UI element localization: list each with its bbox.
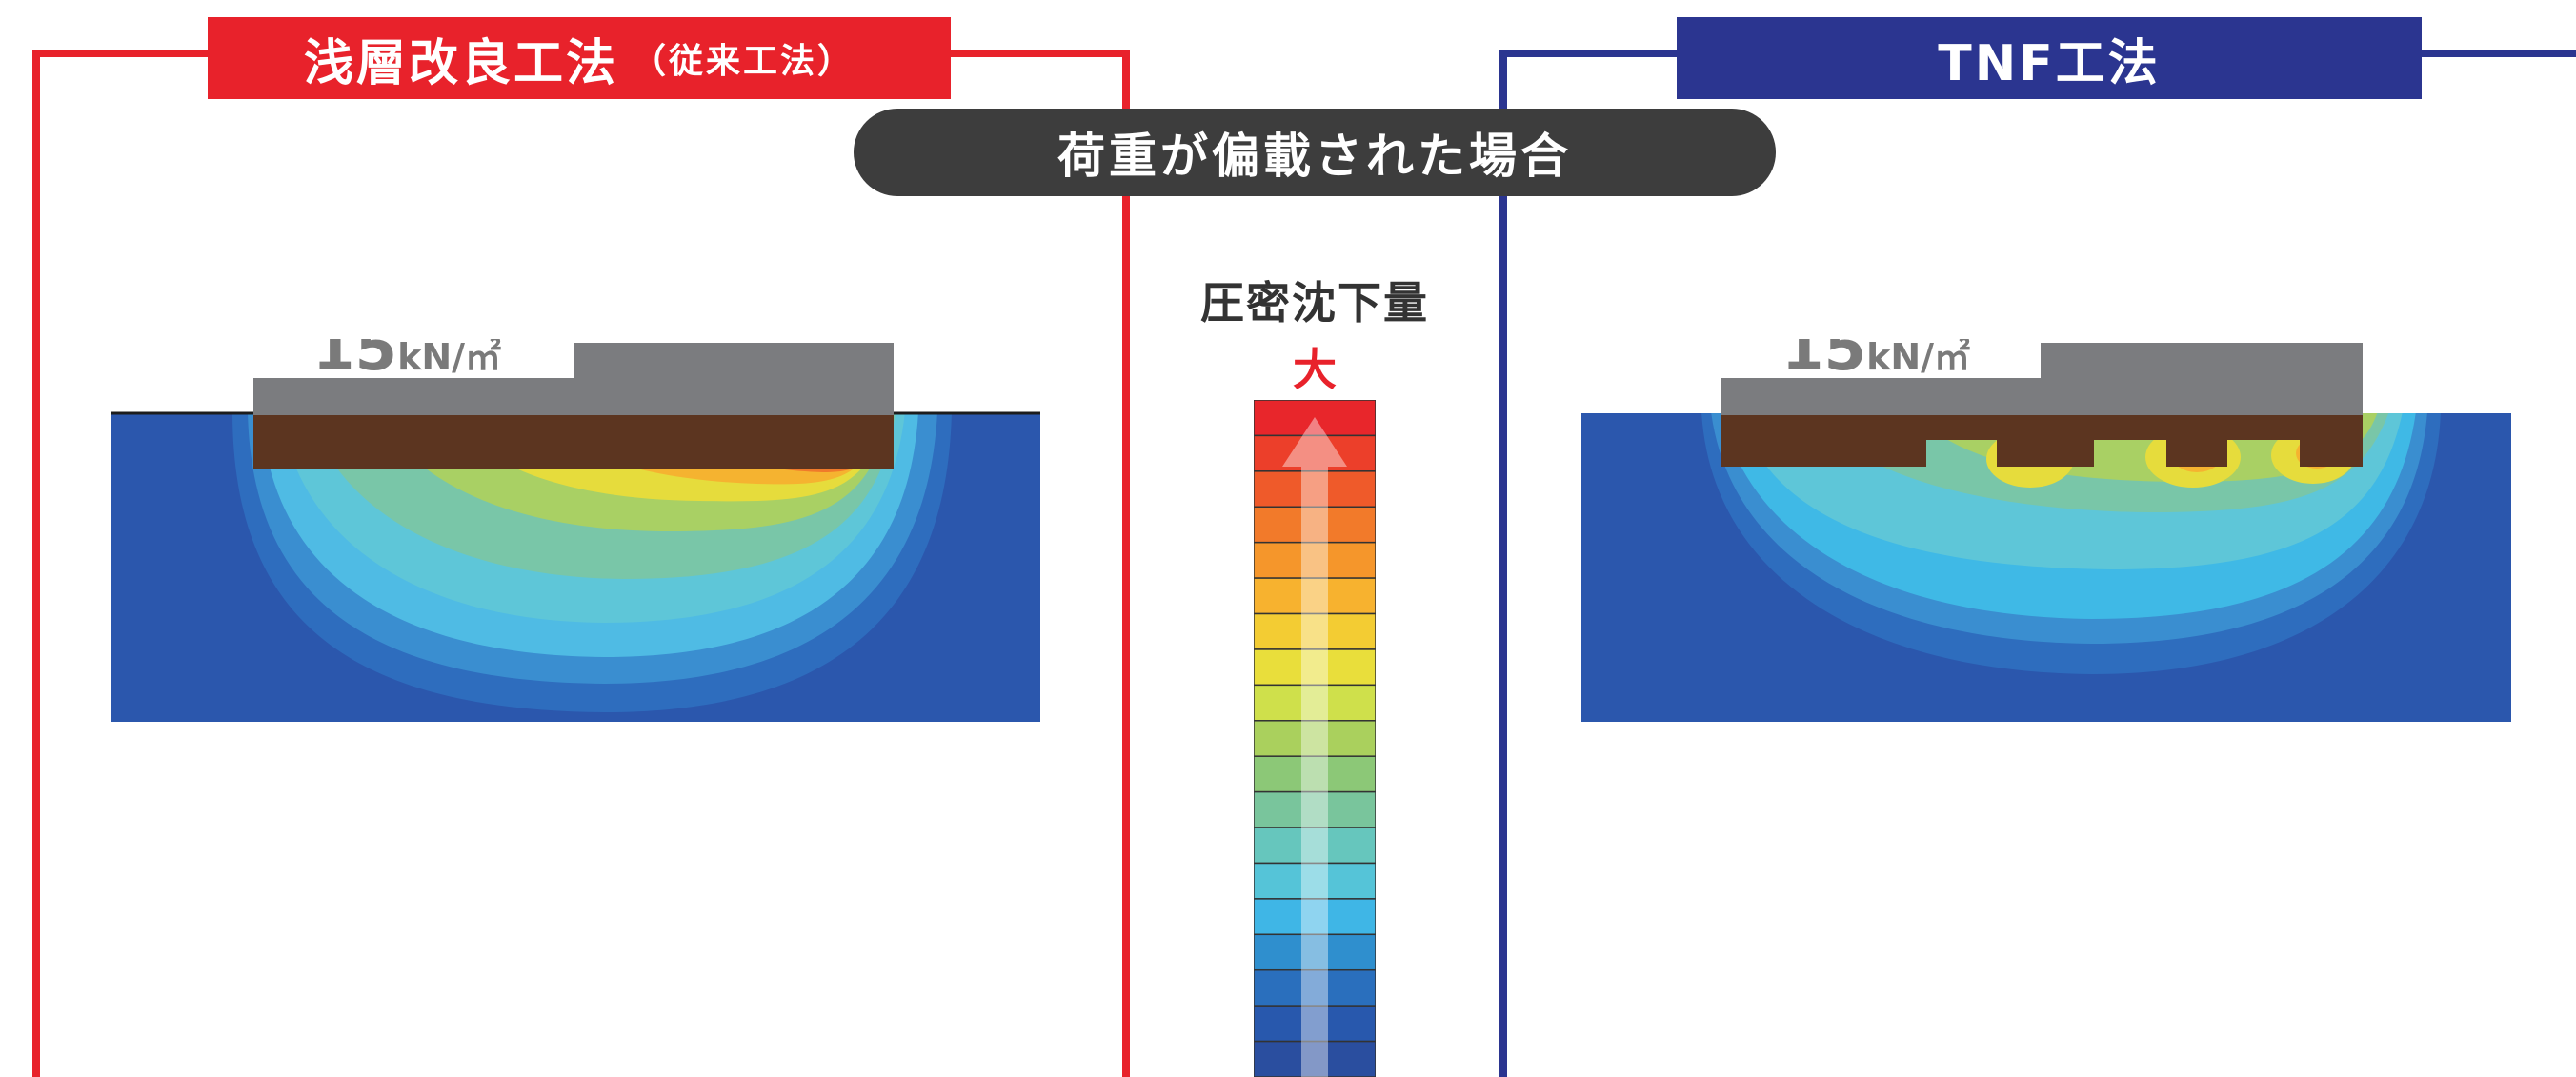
colorbar-cell [1254, 1040, 1376, 1077]
colorbar-cell [1254, 968, 1376, 1007]
load-small-unit: kN/㎡ [397, 339, 501, 378]
colorbar-title: 圧密沈下量 [1200, 277, 1429, 329]
tnf-method-title-text: TNF工法 [1938, 34, 2161, 92]
load-small-label: 15kN/㎡ [1781, 339, 1970, 385]
colorbar-cell [1254, 1005, 1376, 1043]
increase-arrow [1282, 417, 1347, 1077]
conventional-method-subtitle: （従来工法） [632, 42, 855, 81]
building-load-block [253, 343, 894, 415]
colorbar-max-label: 大 [1293, 344, 1337, 395]
load-large-value: 30 [625, 339, 710, 349]
load-small-value: 15 [312, 339, 397, 385]
conventional-method-title-text: 浅層改良工法 [303, 34, 618, 92]
load-small-unit: kN/㎡ [1866, 339, 1970, 378]
colorbar-cell [1254, 506, 1376, 544]
tnf-foundation-layer [1721, 415, 2363, 467]
colorbar-cell [1254, 470, 1376, 509]
tnf-settlement-simulation: 15kN/㎡ 30kN/㎡ [1581, 339, 2511, 722]
load-large-label: 30kN/㎡ [2090, 339, 2279, 349]
eccentric-load-banner-text: 荷重が偏載された場合 [1057, 129, 1572, 184]
colorbar-cell [1254, 541, 1376, 579]
load-large-value: 30 [2090, 339, 2175, 349]
conventional-method-title: 浅層改良工法 （従来工法） [208, 17, 951, 99]
improved-soil-layer [253, 415, 894, 469]
load-small-value: 15 [1781, 339, 1866, 385]
load-large-label: 30kN/㎡ [625, 339, 814, 349]
load-large-unit: kN/㎡ [710, 339, 814, 342]
load-small-label: 15kN/㎡ [312, 339, 501, 385]
colorbar-cell [1254, 434, 1376, 472]
conventional-settlement-simulation: 15kN/㎡ 30kN/㎡ [111, 339, 1040, 722]
tnf-method-title: TNF工法 [1677, 17, 2422, 99]
load-large-unit: kN/㎡ [2175, 339, 2279, 342]
colorbar-cell [1254, 720, 1376, 757]
eccentric-load-banner: 荷重が偏載された場合 [854, 109, 1776, 196]
building-load-block [1721, 343, 2363, 415]
settlement-colorbar [1254, 400, 1376, 1077]
colorbar-cell [1254, 612, 1376, 650]
colorbar-cell [1254, 684, 1376, 722]
